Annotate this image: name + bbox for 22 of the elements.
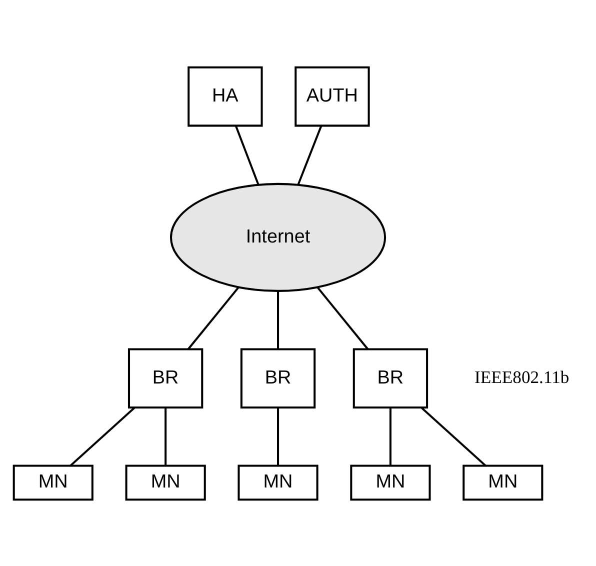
connector [389,407,392,465]
node-ellipse: Internet [170,182,386,292]
node-box: AUTH [294,66,370,126]
node-box: BR [128,348,204,408]
node-box: BR [240,348,316,408]
connector [70,406,135,466]
connector [297,125,322,185]
connector [187,286,240,350]
node-box: MN [462,464,544,500]
connector [316,286,369,350]
node-box: HA [188,66,263,126]
connector [164,407,167,465]
node-box: MN [350,464,431,500]
connector [277,407,280,465]
node-box: MN [12,464,94,500]
node-box: BR [352,348,428,408]
node-box: MN [125,464,206,500]
connector [421,406,486,466]
node-box: MN [238,464,318,500]
connector [234,125,260,185]
connector [277,290,280,349]
label: IEEE802.11b [474,366,570,386]
